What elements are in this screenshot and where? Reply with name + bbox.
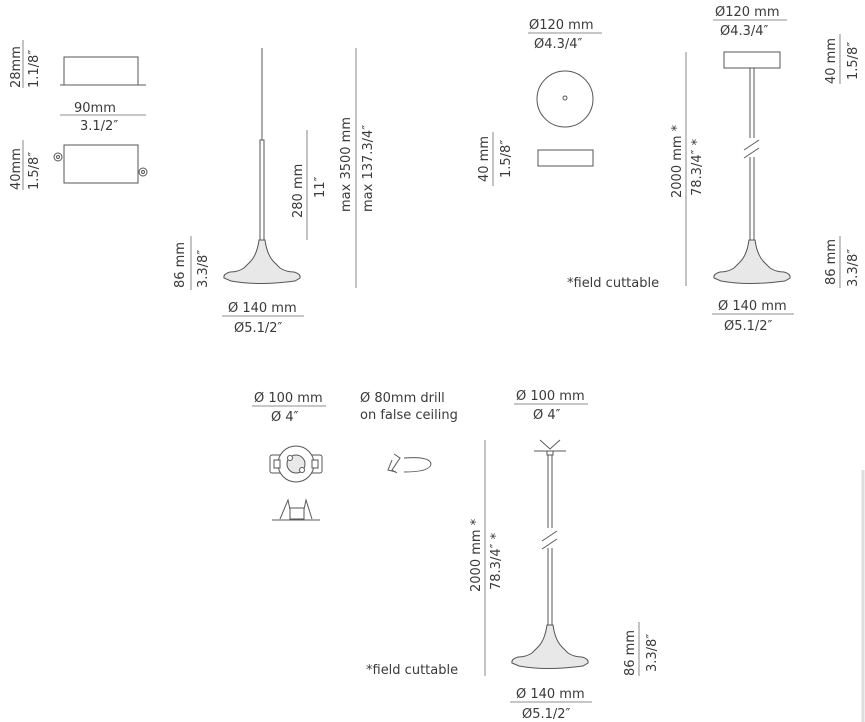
pr-diameter-mm: Ø 140 mm	[516, 687, 585, 702]
pc-canopy-diameter-in: Ø4.3/4″	[720, 24, 769, 39]
pc-diameter-mm: Ø 140 mm	[718, 299, 787, 314]
pr-mount-cap	[546, 450, 554, 456]
pendant-canopy-group: Ø120 mm Ø4.3/4″ 2000 mm * 78.3/4″ * 40 m…	[567, 5, 861, 334]
pendant-suspended-group: 86 mm 3.3/8″ 280 mm 11″ max 3500 mm max …	[173, 48, 376, 336]
max-length-in: max 137.3/4″	[361, 125, 376, 212]
pc-canopy	[723, 51, 781, 69]
canopy-diameter-mm: Ø120 mm	[529, 18, 594, 33]
canopy-center-hole	[562, 95, 568, 101]
pc-length-mm: 2000 mm *	[670, 124, 685, 198]
mount-screw-1	[287, 455, 293, 461]
recessed-diameter-in: Ø 4″	[271, 410, 299, 425]
driver-height-in: 1.1/8″	[27, 50, 42, 88]
pr-ceiling-mount	[534, 439, 566, 452]
pc-shade-height-in: 3.3/8″	[846, 249, 861, 287]
pc-shade	[713, 239, 791, 284]
pendant-diameter-in: Ø5.1/2″	[234, 321, 283, 336]
mount-screw-2	[299, 467, 305, 473]
pc-shade-height-mm: 86 mm	[824, 239, 839, 285]
pc-diameter-in: Ø5.1/2″	[724, 319, 773, 334]
pc-cut-mark-1	[743, 139, 760, 151]
pr-top-diameter-in: Ø 4″	[533, 408, 561, 423]
drill-line1: Ø 80mm drill	[360, 391, 445, 406]
pendant-shade	[223, 239, 301, 284]
drill-bit-icon	[387, 459, 397, 473]
pr-shade	[511, 624, 589, 669]
pendant-rod	[259, 139, 265, 241]
driver-box-side	[63, 56, 139, 86]
driver-box-group: 28mm 1.1/8″ 90mm 3.1/2″ 40mm 1.5/8″	[9, 40, 148, 190]
recessed-mount-group: Ø 100 mm Ø 4″ Ø 80mm drill on false ceil…	[252, 391, 458, 521]
driver-height-mm: 28mm	[9, 46, 24, 88]
driver-width-in: 3.1/2″	[80, 119, 118, 134]
rod-length-mm: 280 mm	[291, 164, 306, 218]
driver-box-top	[63, 144, 139, 184]
pr-cut-mark-1	[541, 530, 558, 542]
canopy-height-mm: 40 mm	[477, 136, 492, 182]
pc-canopy-diameter-mm: Ø120 mm	[715, 5, 780, 20]
rod-length-in: 11″	[313, 176, 328, 198]
drill-line2: on false ceiling	[360, 408, 458, 423]
pendant-recessed-group: Ø 100 mm Ø 4″ 2000 mm * 78.3/4″ * *field…	[366, 389, 660, 722]
canopy-height-in: 1.5/8″	[499, 140, 514, 178]
canopy-diameter-in: Ø4.3/4″	[534, 37, 583, 52]
drill-rotation-icon	[391, 453, 432, 474]
canopy-side-view	[537, 149, 594, 167]
pc-length-in: 78.3/4″ *	[690, 138, 705, 196]
pr-diameter-in: Ø5.1/2″	[522, 707, 571, 722]
mount-body-side	[289, 507, 305, 520]
canopy-group: Ø120 mm Ø4.3/4″ 40 mm 1.5/8″	[477, 18, 602, 186]
driver-depth-in: 1.5/8″	[27, 152, 42, 190]
recessed-diameter-mm: Ø 100 mm	[254, 391, 323, 406]
pr-top-diameter-mm: Ø 100 mm	[516, 389, 585, 404]
pr-field-note: *field cuttable	[366, 663, 458, 678]
pc-field-note: *field cuttable	[567, 276, 659, 291]
driver-screw-right-hole	[141, 170, 145, 174]
driver-width-mm: 90mm	[74, 101, 116, 116]
pc-canopy-height-mm: 40 mm	[824, 38, 839, 84]
mount-clip-left	[273, 459, 281, 469]
pc-cut-mark-2	[743, 147, 760, 159]
mount-clip-right	[311, 459, 319, 469]
pr-length-in: 78.3/4″ *	[489, 532, 504, 590]
driver-depth-mm: 40mm	[9, 148, 24, 190]
shade-height-mm: 86 mm	[173, 242, 188, 288]
shade-height-in: 3.3/8″	[196, 250, 211, 288]
pendant-diameter-mm: Ø 140 mm	[228, 301, 297, 316]
max-length-mm: max 3500 mm	[339, 117, 354, 212]
pc-canopy-height-in: 1.5/8″	[846, 42, 861, 80]
pr-cut-mark-2	[541, 538, 558, 550]
pr-shade-height-mm: 86 mm	[623, 630, 638, 676]
pr-length-mm: 2000 mm *	[469, 518, 484, 592]
pr-shade-height-in: 3.3/8″	[645, 634, 660, 672]
driver-screw-left-hole	[56, 155, 60, 159]
